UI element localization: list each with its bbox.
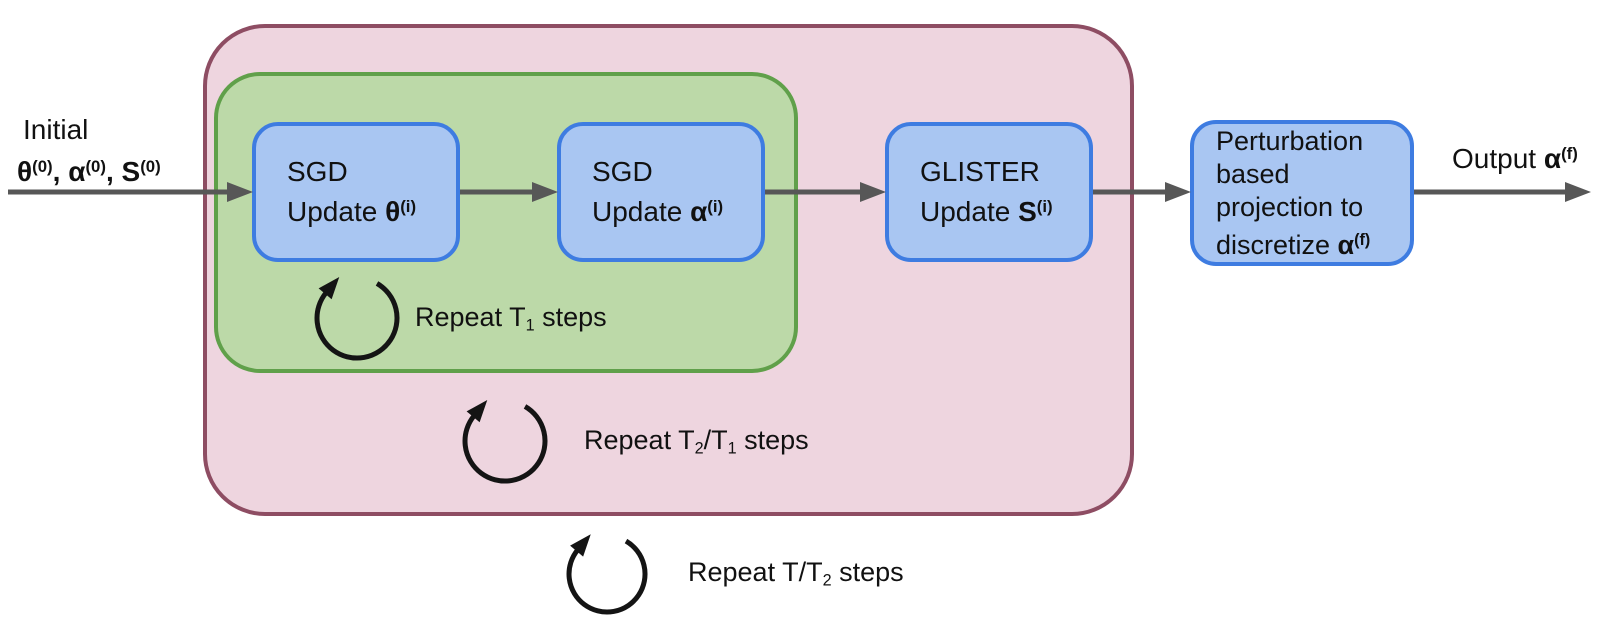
repeat-loop-arrow-outer [566,534,648,615]
node-line: Update α(i) [592,196,724,228]
initial-symbols: θ(0), α(0), S(0) [17,156,161,188]
node-line: discretize α(f) [1216,229,1371,260]
repeat-label-outer: Repeat T/T2 steps [688,557,904,590]
node-line: SGD [592,156,653,188]
repeat-label-inner: Repeat T1 steps [415,302,607,335]
node-sgd-update-alpha: SGD Update α(i) [557,122,765,262]
node-sgd-update-theta: SGD Update θ(i) [252,122,460,262]
node-line: based [1216,158,1290,189]
output-label: Output α(f) [1452,143,1578,174]
initial-title: Initial [23,114,89,145]
node-line: Update θ(i) [287,196,417,228]
node-line: GLISTER [920,156,1040,188]
node-line: Update S(i) [920,196,1053,228]
node-line: projection to [1216,191,1364,222]
node-line: Perturbation [1216,125,1364,156]
node-line: SGD [287,156,348,188]
node-glister-update-s: GLISTER Update S(i) [885,122,1093,262]
repeat-label-middle: Repeat T2/T1 steps [584,425,809,458]
initial-label: Initial θ(0), α(0), S(0) [17,111,161,190]
node-perturbation-projection: Perturbation based projection to discret… [1190,120,1414,266]
